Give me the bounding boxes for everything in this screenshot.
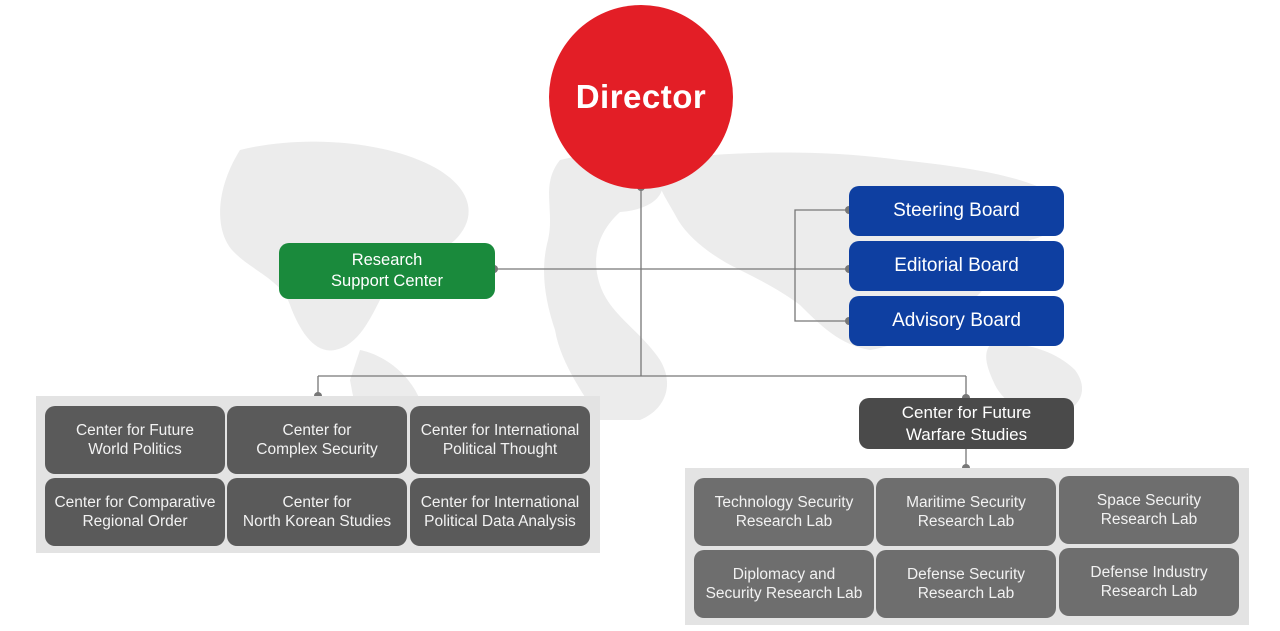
lab-label: Technology Security Research Lab: [714, 493, 854, 530]
center-international-political-data-analysis[interactable]: Center for International Political Data …: [410, 478, 590, 546]
lab-maritime-security[interactable]: Maritime Security Research Lab: [876, 478, 1056, 546]
center-comparative-regional-order[interactable]: Center for Comparative Regional Order: [45, 478, 225, 546]
future-warfare-studies-node[interactable]: Center for Future Warfare Studies: [859, 398, 1074, 449]
center-complex-security[interactable]: Center for Complex Security: [227, 406, 407, 474]
lab-label: Defense Security Research Lab: [906, 565, 1026, 602]
future-warfare-studies-label: Center for Future Warfare Studies: [901, 403, 1032, 444]
lab-label: Maritime Security Research Lab: [906, 493, 1026, 530]
lab-defense-industry[interactable]: Defense Industry Research Lab: [1059, 548, 1239, 616]
lab-space-security[interactable]: Space Security Research Lab: [1059, 476, 1239, 544]
advisory-board-node[interactable]: Advisory Board: [849, 296, 1064, 346]
center-north-korean-studies[interactable]: Center for North Korean Studies: [227, 478, 407, 546]
center-label: Center for International Political Data …: [420, 493, 580, 530]
center-label: Center for Complex Security: [256, 421, 378, 458]
center-future-world-politics[interactable]: Center for Future World Politics: [45, 406, 225, 474]
lab-label: Defense Industry Research Lab: [1090, 563, 1208, 600]
center-label: Center for North Korean Studies: [242, 493, 392, 530]
editorial-board-node[interactable]: Editorial Board: [849, 241, 1064, 291]
lab-diplomacy-security[interactable]: Diplomacy and Security Research Lab: [694, 550, 874, 618]
lab-defense-security[interactable]: Defense Security Research Lab: [876, 550, 1056, 618]
editorial-board-label: Editorial Board: [894, 255, 1019, 277]
center-label: Center for International Political Thoug…: [420, 421, 580, 458]
steering-board-node[interactable]: Steering Board: [849, 186, 1064, 236]
steering-board-label: Steering Board: [893, 200, 1020, 222]
director-label: Director: [575, 78, 707, 115]
center-international-political-thought[interactable]: Center for International Political Thoug…: [410, 406, 590, 474]
lab-label: Diplomacy and Security Research Lab: [705, 565, 863, 602]
lab-technology-security[interactable]: Technology Security Research Lab: [694, 478, 874, 546]
research-support-center-node[interactable]: Research Support Center: [279, 243, 495, 299]
advisory-board-label: Advisory Board: [892, 310, 1021, 332]
director-node[interactable]: Director: [549, 5, 733, 189]
research-support-center-label: Research Support Center: [331, 251, 443, 290]
center-label: Center for Future World Politics: [75, 421, 195, 458]
lab-label: Space Security Research Lab: [1096, 491, 1202, 528]
boards-bracket-line: [794, 209, 849, 322]
center-label: Center for Comparative Regional Order: [54, 493, 216, 530]
